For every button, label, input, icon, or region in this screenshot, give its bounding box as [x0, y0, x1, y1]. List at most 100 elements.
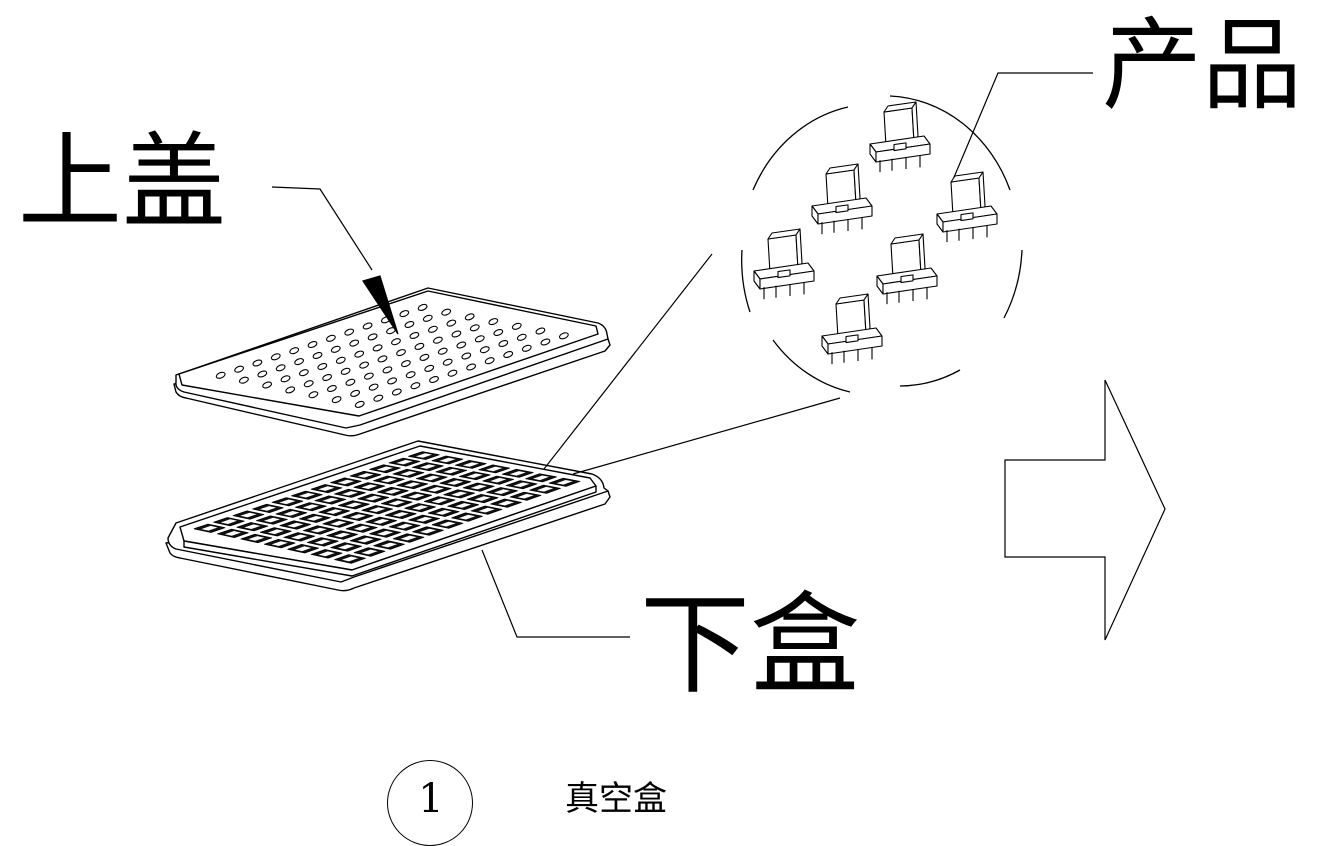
- lid-hole: [335, 356, 346, 364]
- lid-hole: [391, 388, 402, 396]
- cavity-cell-inner: [357, 537, 374, 543]
- lid-hole: [427, 325, 438, 333]
- lid-hole: [359, 361, 370, 369]
- cavity-cell-inner: [271, 541, 288, 546]
- lid-hole: [298, 369, 309, 377]
- cavity-cell-inner: [419, 528, 437, 534]
- cavity-cell-inner: [412, 505, 429, 510]
- next-step-arrow-icon: [1004, 379, 1166, 641]
- cavity-cell-inner: [380, 542, 398, 548]
- lid-hole: [466, 363, 477, 371]
- lid-hole: [322, 373, 333, 382]
- cavity-cell-inner: [341, 556, 359, 562]
- cavity-cell-inner: [388, 500, 405, 506]
- cavity-cell-inner: [326, 509, 343, 514]
- lid-hole: [362, 322, 373, 330]
- lid-hole: [429, 375, 439, 384]
- hole-grid: [215, 303, 569, 408]
- lid-hole: [294, 358, 305, 366]
- connector-side: [978, 171, 986, 213]
- cavity-cell-inner: [361, 484, 378, 489]
- cavity-grid: [193, 451, 581, 564]
- connector-part: [869, 101, 931, 173]
- lid-hole: [238, 376, 249, 384]
- connector-side: [918, 233, 926, 275]
- lid-hole: [326, 384, 337, 393]
- lid-hole: [498, 339, 509, 348]
- lid-hole: [442, 358, 453, 366]
- cavity-cell-inner: [470, 484, 487, 490]
- cavity-cell-inner: [486, 466, 503, 472]
- lid-hole: [540, 338, 551, 346]
- cavity-cell-inner: [435, 510, 452, 515]
- cavity-cell-inner: [353, 525, 370, 531]
- cavity-cell-inner: [419, 464, 436, 469]
- detail-circle: [741, 95, 1023, 393]
- lid-hole: [424, 364, 435, 372]
- cavity-cell-inner: [478, 507, 495, 513]
- connector-side: [911, 101, 919, 143]
- lid-hole: [345, 378, 356, 386]
- lid-hole: [474, 335, 485, 343]
- connector-base-front: [882, 275, 938, 295]
- cavity-cell-inner: [408, 493, 425, 499]
- upper-lid-label: 上盖: [18, 121, 227, 243]
- cavity-cell-inner: [201, 525, 218, 531]
- lid-hole: [484, 357, 495, 365]
- product-label: 产品: [1102, 7, 1302, 124]
- connector-part: [811, 163, 873, 235]
- lid-hole: [456, 341, 467, 349]
- lid-hole: [441, 308, 452, 316]
- connector-base-front: [875, 143, 931, 163]
- lid-hole: [404, 320, 415, 329]
- lid-hole: [368, 383, 379, 391]
- cavity-cell-inner: [283, 511, 300, 516]
- lid-hole: [372, 344, 383, 352]
- cavity-cell-inner: [318, 551, 335, 557]
- cavity-cell-inner: [396, 523, 413, 529]
- cavity-cell-inner: [427, 487, 444, 492]
- lower-box-label: 下盒: [640, 581, 860, 709]
- cavity-cell-inner: [455, 503, 472, 508]
- cavity-cell-inner: [361, 549, 378, 555]
- lid-hole: [400, 360, 411, 368]
- cavity-cell-inner: [349, 514, 366, 519]
- detail-zoom-line-2: [572, 397, 841, 475]
- cavity-cell-inner: [396, 459, 413, 465]
- cavity-cell-inner: [415, 453, 433, 458]
- cavity-cell-inner: [240, 512, 257, 518]
- connector-part: [821, 293, 883, 365]
- lid-hole: [558, 332, 569, 340]
- connector-base-front: [942, 213, 998, 233]
- lid-hole: [432, 336, 443, 344]
- cavity-cell-inner: [509, 471, 526, 476]
- cavity-cell-inner: [474, 496, 491, 501]
- lid-hole: [373, 394, 384, 402]
- lid-hole: [422, 314, 433, 322]
- step-number-circle: 1: [387, 760, 473, 846]
- lid-hole: [308, 391, 319, 399]
- lid-hole: [377, 355, 388, 363]
- lid-hole: [451, 330, 462, 338]
- product-leader-line: [951, 72, 1093, 183]
- lid-hole: [325, 334, 336, 342]
- cavity-cell-inner: [224, 531, 241, 536]
- lid-hole: [446, 319, 457, 327]
- lid-hole: [387, 377, 398, 385]
- connector-window: [893, 142, 907, 152]
- connector-side: [863, 293, 871, 335]
- connector-base-front: [759, 270, 815, 290]
- lid-hole: [354, 350, 365, 358]
- lid-hole: [488, 318, 499, 326]
- lid-hole: [289, 347, 300, 355]
- cavity-cell-inner: [322, 497, 339, 503]
- cavity-cell-inner: [376, 466, 394, 471]
- cavity-cell-inner: [263, 517, 280, 523]
- lid-hole: [262, 381, 273, 389]
- lid-hole: [252, 359, 263, 367]
- connector-part: [936, 171, 998, 243]
- cavity-cell-inner: [458, 514, 476, 520]
- lid-hole: [399, 310, 410, 318]
- cavity-cell-inner: [248, 536, 265, 541]
- cavity-cell-inner: [298, 492, 316, 498]
